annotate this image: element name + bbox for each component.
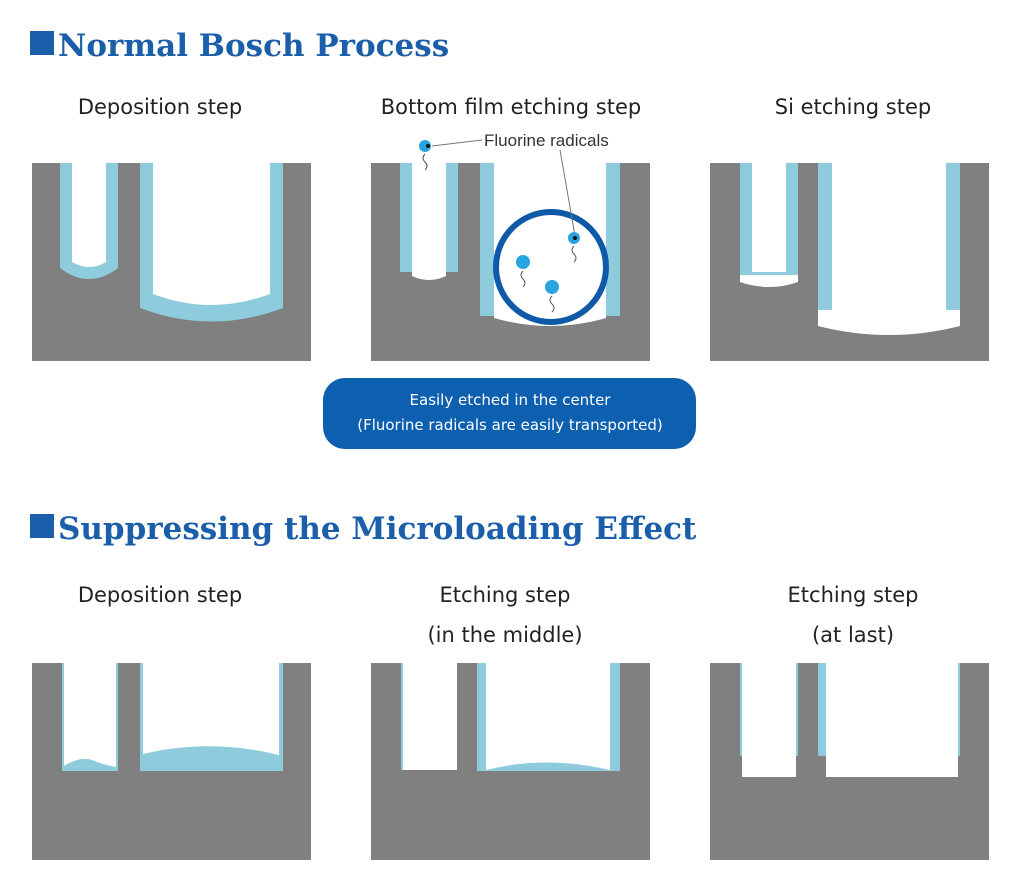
svg-text:(Fluorine radicals are easily: (Fluorine radicals are easily transporte… — [357, 416, 663, 434]
fluorine-radical-icon — [516, 255, 530, 288]
panel-etching-last — [710, 663, 989, 860]
callout-easily-etched: Easily etched in the center (Fluorine ra… — [323, 378, 696, 449]
step-label-bottom-film-etching: Bottom film etching step — [381, 95, 641, 119]
step-label-deposition-2: Deposition step — [78, 583, 242, 607]
fluorine-radical-icon — [545, 280, 559, 313]
panel-si-etching — [710, 163, 989, 361]
heading-square-icon — [30, 31, 54, 55]
step-label-si-etching: Si etching step — [775, 95, 931, 119]
step-sub-at-last: (at last) — [812, 623, 894, 647]
section-title-normal-bosch: Normal Bosch Process — [58, 28, 449, 64]
panel-bottom-film-etching: Fluorine radicals — [371, 131, 650, 361]
fluorine-radical-icon — [568, 232, 580, 263]
panel-etching-middle — [371, 663, 650, 860]
step-label-deposition: Deposition step — [78, 95, 242, 119]
zoom-circle — [493, 209, 609, 325]
fluorine-radical-icon — [419, 140, 431, 171]
section-title-suppressing-microloading: Suppressing the Microloading Effect — [58, 511, 697, 547]
step-label-etching-middle: Etching step — [440, 583, 571, 607]
step-label-etching-last: Etching step — [788, 583, 919, 607]
svg-text:Easily etched in the center: Easily etched in the center — [410, 391, 612, 409]
heading-square-icon — [30, 514, 54, 538]
panel-deposition — [32, 163, 311, 361]
step-sub-in-the-middle: (in the middle) — [427, 623, 582, 647]
panel-deposition-2 — [32, 663, 311, 860]
fluorine-radicals-label: Fluorine radicals — [484, 131, 609, 150]
